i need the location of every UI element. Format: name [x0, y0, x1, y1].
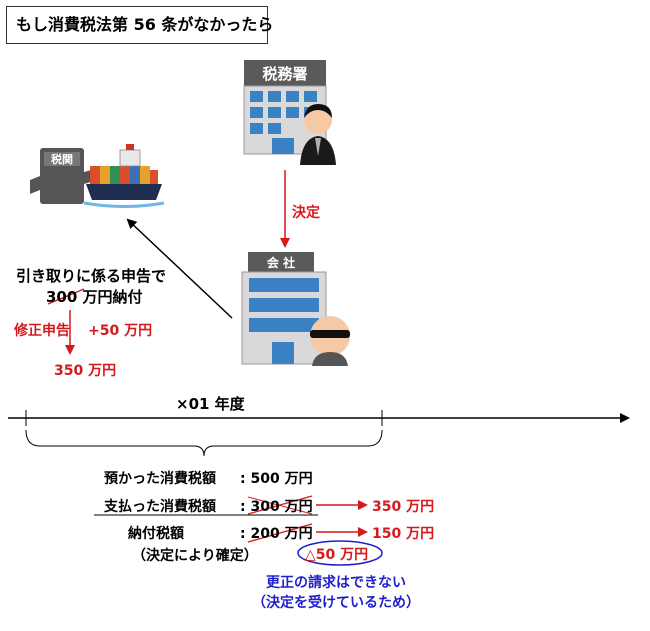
- decision-label: 決定: [292, 205, 320, 221]
- payable-tax-value: : 200 万円: [240, 526, 313, 542]
- amend-label: 修正申告: [14, 323, 70, 339]
- received-tax-value: : 500 万円: [240, 471, 313, 487]
- cargo-ship-icon: [83, 144, 165, 208]
- year-brace: [25, 429, 383, 457]
- declaration-line2: 300 万円納付: [46, 288, 143, 306]
- payable-note: （決定により確定）: [132, 548, 258, 564]
- import-declaration-arrow: [126, 218, 233, 319]
- tax-office-illustration: [243, 60, 336, 165]
- payable-tax-new: 150 万円: [372, 526, 435, 542]
- company-sign: 会 社: [267, 255, 295, 270]
- paid-tax-new: 350 万円: [372, 499, 435, 515]
- paid-tax-value: : 300 万円: [240, 499, 313, 515]
- received-tax-label: 預かった消費税額: [104, 471, 216, 487]
- tax-office-sign: 税務署: [262, 65, 307, 83]
- conclusion-line2: （決定を受けているため）: [252, 595, 420, 611]
- customs-sign: 税関: [51, 152, 73, 166]
- strike-line: [47, 288, 85, 305]
- fiscal-year-label: ×01 年度: [176, 395, 245, 413]
- company-illustration: [241, 252, 350, 366]
- amend-amount: +50 万円: [88, 323, 153, 339]
- diff-amount: △50 万円: [305, 547, 369, 563]
- declaration-line1: 引き取りに係る申告で: [16, 267, 167, 285]
- page-title: もし消費税法第 56 条がなかったら: [6, 6, 273, 44]
- payable-tax-label: 納付税額: [128, 526, 184, 542]
- conclusion-line1: 更正の請求はできない: [266, 575, 406, 591]
- strike-line: [247, 523, 313, 543]
- amended-result: 350 万円: [54, 363, 117, 379]
- strike-line: [247, 496, 313, 515]
- diff-circle: [297, 540, 383, 566]
- paid-tax-label: 支払った消費税額: [104, 499, 216, 515]
